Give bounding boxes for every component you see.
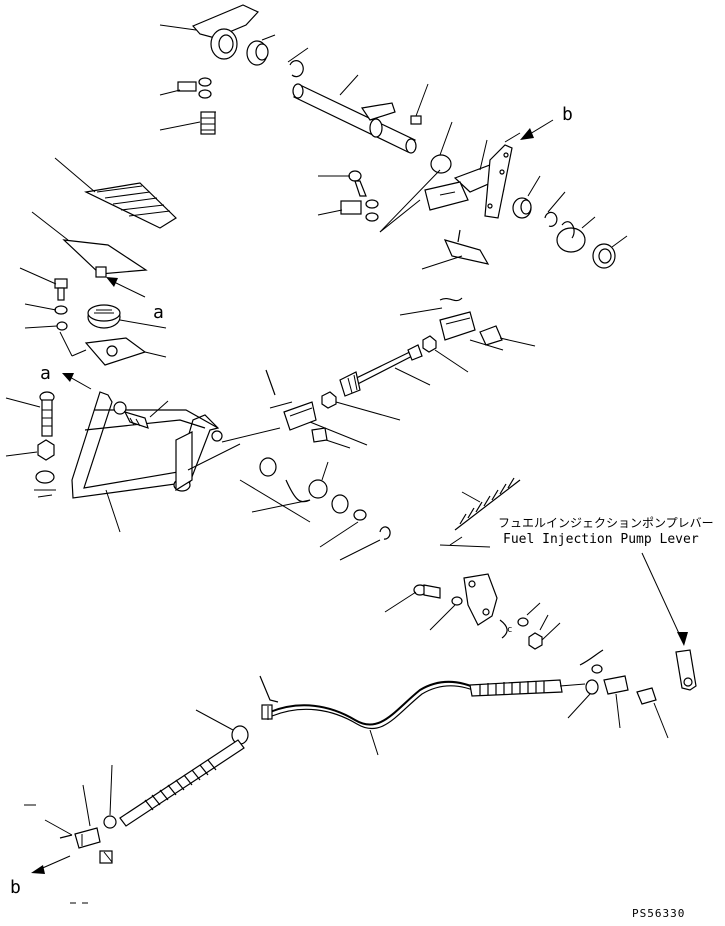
bracket-top [159, 4, 259, 60]
bushing-end [592, 235, 628, 269]
arrow-a-lower-label: a [40, 363, 51, 384]
clevis-center [265, 369, 368, 449]
bushing-top [246, 34, 276, 66]
control-cable [259, 675, 483, 756]
clevis-left [24, 784, 113, 864]
pin-arm [187, 427, 281, 471]
cable-right-end [469, 649, 669, 739]
arrow-b-lower: b [10, 855, 88, 904]
clevis-right [399, 297, 536, 351]
callout-japanese: フュエルインジェクションポンプレバー [498, 516, 714, 530]
nut-link [517, 602, 561, 650]
snap-ring-top [287, 47, 309, 78]
bushing-right [512, 175, 566, 227]
pedal-grommet [87, 304, 167, 329]
stopper-bolt [5, 391, 56, 498]
drawing-number: PS56330 [632, 907, 685, 920]
bolt-washer-mid [317, 170, 379, 222]
arrow-a-upper-label: a [153, 302, 164, 323]
pedal-arm [71, 391, 220, 533]
link-lever-mark: c [507, 625, 512, 635]
pedal-hardware-left [19, 267, 68, 331]
arrow-b-lower-label: b [10, 877, 21, 898]
bolt-washer-set-top [159, 77, 216, 135]
bolt-link [384, 584, 463, 631]
lever-assembly-upper [379, 121, 521, 233]
spring-right [556, 216, 596, 253]
nut-rod-left [321, 391, 401, 421]
bolt-pedal-arm [113, 400, 169, 429]
nut-rod-right [422, 335, 469, 373]
pedal-plate [31, 211, 148, 278]
floor-plate [59, 331, 167, 366]
callout-english: Fuel Injection Pump Lever [503, 532, 699, 547]
pedal-pad [54, 157, 177, 229]
callout-fuel-injection-pump-lever: フュエルインジェクションポンプレバー Fuel Injection Pump L… [498, 516, 714, 691]
arrow-a-upper: a [106, 277, 164, 323]
return-spring [439, 477, 521, 548]
adjusting-rod [339, 344, 431, 397]
main-shaft [292, 74, 417, 154]
arrow-a-lower: a [40, 363, 92, 390]
nut-shaft [410, 83, 429, 125]
bushing-set-arm [239, 457, 391, 561]
cable-left-end [103, 709, 249, 829]
arrow-b-upper-label: b [562, 104, 573, 125]
lower-bracket-plate [421, 229, 490, 270]
arrow-b-upper: b [520, 104, 573, 140]
link-lever: c [463, 573, 549, 639]
